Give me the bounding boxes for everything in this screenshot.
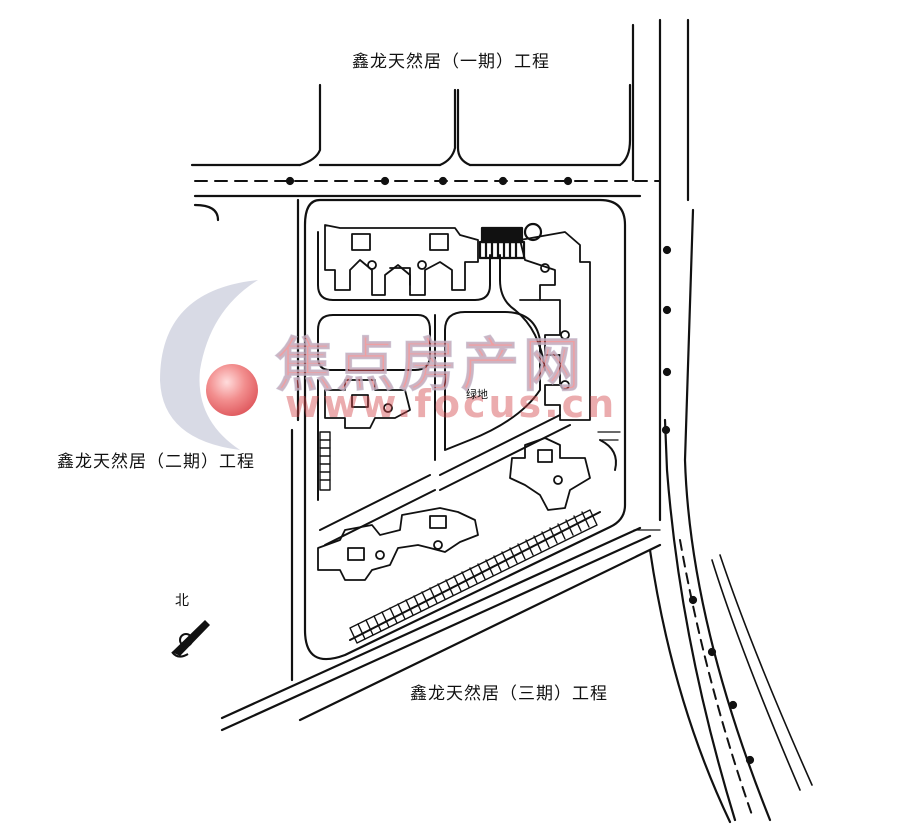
internal-roads [317,231,617,641]
building-cluster-southwest [317,507,479,581]
phase2-label: 鑫龙天然居（二期）工程 [57,452,255,472]
green-space-label: 绿地 [466,388,488,401]
watermark-text: 焦点房产网 [274,331,586,400]
east-road [631,18,813,824]
clubhouse [478,222,543,260]
building-mid-west [324,379,411,429]
parking-strip-south [349,509,598,644]
building-cluster-east [519,231,591,421]
building-central-east [509,437,591,511]
north-label: 北 [175,593,190,609]
parking-west [319,431,331,491]
watermark-url: www.focus.cn [285,382,618,426]
phase3-label: 鑫龙天然居（三期）工程 [410,684,608,704]
site-entrance [597,431,661,531]
building-cluster-north [324,224,479,296]
north-road [190,83,661,198]
site-boundary [303,198,627,661]
south-road [220,526,662,732]
phase1-label: 鑫龙天然居（一期）工程 [352,52,550,72]
watermark-logo-icon [160,280,258,450]
north-arrow-icon [171,620,210,658]
west-boundary [193,198,300,682]
